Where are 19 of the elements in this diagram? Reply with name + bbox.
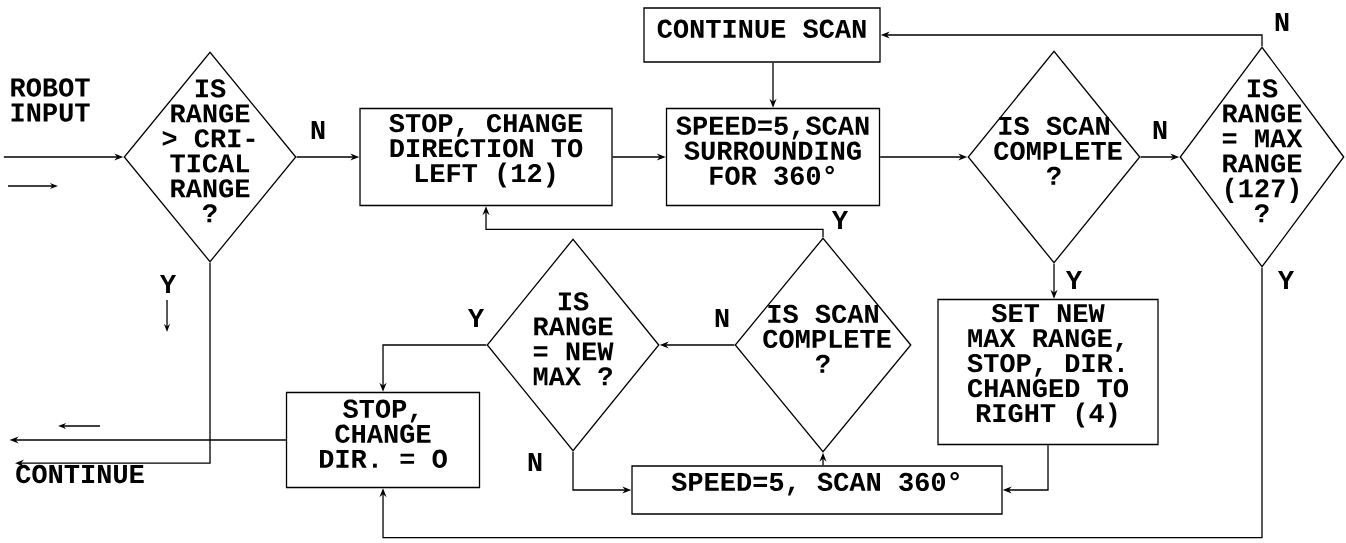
edge-label: N bbox=[1272, 12, 1292, 32]
edge-label: Y bbox=[1276, 270, 1296, 290]
process-box: STOP, CHANGE DIR. = O bbox=[285, 391, 481, 489]
process-box: SPEED=5, SCAN 360° bbox=[631, 465, 1003, 515]
edge-label: N bbox=[308, 120, 328, 140]
edge-label: Y bbox=[1064, 270, 1084, 290]
process-box: STOP, CHANGE DIRECTION TO LEFT (12) bbox=[359, 107, 613, 207]
edge-label: N bbox=[712, 308, 732, 328]
edge-label: Y bbox=[830, 210, 850, 230]
process-box: SPEED=5,SCAN SURROUNDING FOR 360° bbox=[665, 107, 881, 207]
label-text: CONTINUE bbox=[16, 464, 144, 484]
connector-arrow bbox=[379, 267, 1263, 539]
edge-label: N bbox=[525, 452, 545, 472]
process-box: CONTINUE SCAN bbox=[643, 7, 881, 63]
label-text: ROBOT INPUT bbox=[11, 78, 90, 122]
edge-label: N bbox=[1150, 120, 1170, 140]
edge-label: Y bbox=[158, 274, 178, 294]
edge-label: Y bbox=[466, 308, 486, 328]
process-box: SET NEW MAX RANGE, STOP, DIR. CHANGED TO RIGHT (4) bbox=[937, 298, 1159, 446]
